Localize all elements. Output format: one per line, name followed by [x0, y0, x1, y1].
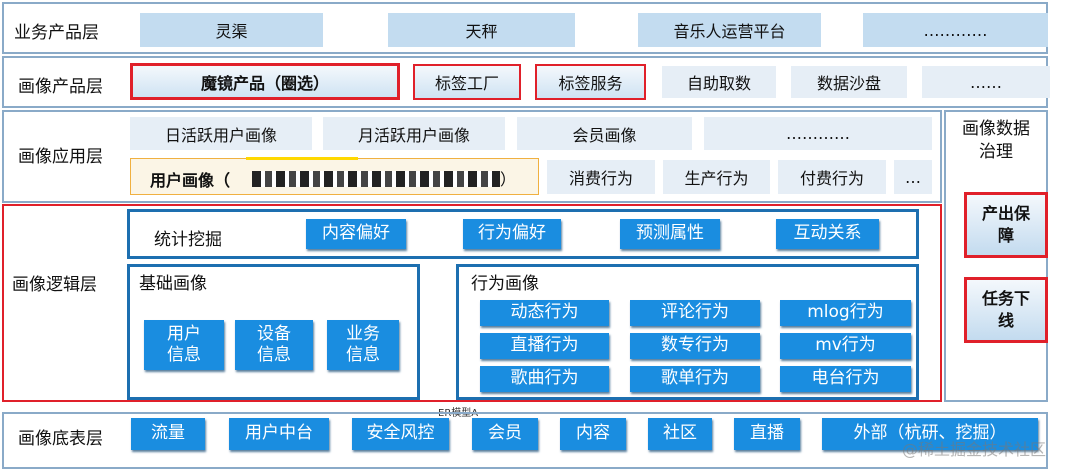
behavior-profile-title: 行为画像 — [471, 274, 539, 294]
business-item-lingqu: 灵渠 — [140, 13, 323, 47]
application-layer-label: 画像应用层 — [18, 147, 103, 167]
logic-layer-label: 画像逻辑层 — [12, 275, 97, 295]
output-assurance-box: 产出保 障 — [964, 192, 1048, 258]
base-member: 会员 — [472, 418, 538, 450]
basic-business-info: 业务信息 — [327, 320, 399, 370]
app-item-member-profile: 会员画像 — [517, 117, 692, 150]
stats-predicted-attributes: 预测属性 — [620, 219, 720, 249]
app-item-payment: 付费行为 — [778, 160, 886, 194]
task-offline-line1: 任务下 — [981, 289, 1030, 309]
product-item-tag-factory: 标签工厂 — [413, 64, 521, 100]
output-assurance-line1: 产出保 — [981, 204, 1030, 224]
redaction-underline — [246, 157, 358, 160]
task-offline-line2: 线 — [997, 311, 1014, 330]
behavior-comment: 评论行为 — [630, 300, 760, 326]
output-assurance-line2: 障 — [997, 226, 1014, 245]
watermark: @稀土掘金技术社区 — [902, 440, 1047, 459]
behavior-radio: 电台行为 — [780, 366, 911, 392]
app-item-production: 生产行为 — [663, 160, 770, 194]
basic-profile-box — [127, 264, 420, 400]
governance-title-line2: 治理 — [979, 141, 1013, 162]
app-item-more-row2: … — [894, 160, 932, 194]
redacted-text — [252, 171, 500, 187]
stats-content-preference: 内容偏好 — [306, 219, 406, 249]
app-user-profile-label: 用户画像（ — [150, 171, 231, 190]
app-item-mau-profile: 月活跃用户画像 — [323, 117, 505, 150]
basic-device-info-line1: 设备 — [257, 323, 291, 344]
basic-user-info-line2: 信息 — [167, 345, 201, 365]
base-content: 内容 — [560, 418, 626, 450]
base-layer-label: 画像底表层 — [18, 429, 103, 449]
base-external: 外部（杭研、挖掘） — [822, 418, 1038, 450]
base-traffic: 流量 — [131, 418, 205, 450]
behavior-song: 歌曲行为 — [480, 366, 609, 392]
basic-profile-title: 基础画像 — [139, 274, 207, 294]
behavior-profile-box — [456, 264, 919, 400]
basic-user-info-line1: 用户 — [167, 323, 201, 344]
behavior-mv: mv行为 — [780, 333, 911, 359]
stats-behavior-preference: 行为偏好 — [463, 219, 561, 249]
behavior-mlog: mlog行为 — [780, 300, 911, 326]
app-item-dau-profile: 日活跃用户画像 — [130, 117, 312, 150]
product-item-data-sandbox: 数据沙盘 — [791, 66, 907, 98]
product-item-tag-service: 标签服务 — [535, 64, 646, 100]
stats-mining-box — [127, 209, 919, 259]
product-item-self-service-query: 自助取数 — [662, 66, 776, 98]
behavior-live: 直播行为 — [480, 333, 609, 359]
base-user-center: 用户中台 — [229, 418, 329, 450]
basic-business-info-line1: 业务 — [346, 323, 380, 344]
task-offline-box: 任务下 线 — [964, 277, 1048, 343]
behavior-digital-album: 数专行为 — [630, 333, 760, 359]
application-layer — [2, 110, 942, 203]
stats-interaction-relations: 互动关系 — [776, 219, 879, 249]
app-item-more-row1: ………… — [704, 117, 932, 150]
app-user-profile-close: ） — [500, 170, 517, 189]
product-layer-label: 画像产品层 — [18, 77, 103, 97]
business-item-musician-platform: 音乐人运营平台 — [638, 13, 821, 47]
basic-user-info: 用户信息 — [144, 320, 224, 370]
base-live: 直播 — [734, 418, 800, 450]
stats-mining-title: 统计挖掘 — [154, 230, 222, 250]
product-item-mojing: 魔镜产品（圈选） — [130, 63, 400, 100]
governance-title: 画像数据 治理 — [944, 118, 1048, 164]
governance-title-line1: 画像数据 — [962, 119, 1030, 139]
base-security-risk: 安全风控 — [352, 418, 449, 450]
behavior-playlist: 歌单行为 — [630, 366, 760, 392]
business-layer-label: 业务产品层 — [14, 23, 99, 43]
behavior-dynamic: 动态行为 — [480, 300, 609, 326]
business-item-tiancheng: 天秤 — [388, 13, 575, 47]
base-community: 社区 — [648, 418, 712, 450]
business-item-more: ………… — [863, 13, 1048, 47]
basic-device-info: 设备信息 — [235, 320, 313, 370]
app-item-consumption: 消费行为 — [547, 160, 655, 194]
logic-layer — [2, 204, 942, 402]
basic-business-info-line2: 信息 — [346, 345, 380, 365]
base-layer — [2, 412, 1048, 469]
product-item-more: …… — [922, 66, 1050, 98]
basic-device-info-line2: 信息 — [257, 345, 291, 365]
